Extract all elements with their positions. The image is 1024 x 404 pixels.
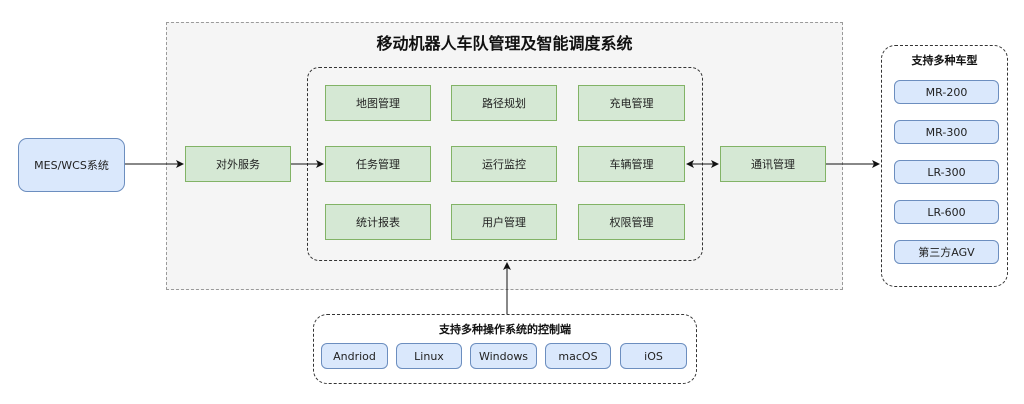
os-item: iOS [620,343,687,369]
module-statistics: 统计报表 [325,204,431,240]
module-monitoring: 运行监控 [451,146,557,182]
module-vehicle: 车辆管理 [578,146,685,182]
vehicle-types-title: 支持多种车型 [911,54,978,67]
os-item: Linux [396,343,462,369]
vehicle-item: LR-600 [894,200,999,224]
os-clients-title: 支持多种操作系统的控制端 [439,323,571,336]
external-system-box: MES/WCS系统 [18,138,125,192]
vehicle-item: 第三方AGV [894,240,999,264]
external-service-box: 对外服务 [185,146,291,182]
module-path-planning: 路径规划 [451,85,557,121]
module-task: 任务管理 [325,146,431,182]
module-user: 用户管理 [451,204,557,240]
vehicle-item: MR-200 [894,80,999,104]
vehicle-item: MR-300 [894,120,999,144]
module-permission: 权限管理 [578,204,685,240]
os-item: Andriod [321,343,388,369]
os-item: Windows [470,343,537,369]
system-title: 移动机器人车队管理及智能调度系统 [376,34,633,53]
os-item: macOS [545,343,611,369]
vehicle-item: LR-300 [894,160,999,184]
module-map: 地图管理 [325,85,431,121]
communication-box: 通讯管理 [720,146,826,182]
module-charging: 充电管理 [578,85,685,121]
